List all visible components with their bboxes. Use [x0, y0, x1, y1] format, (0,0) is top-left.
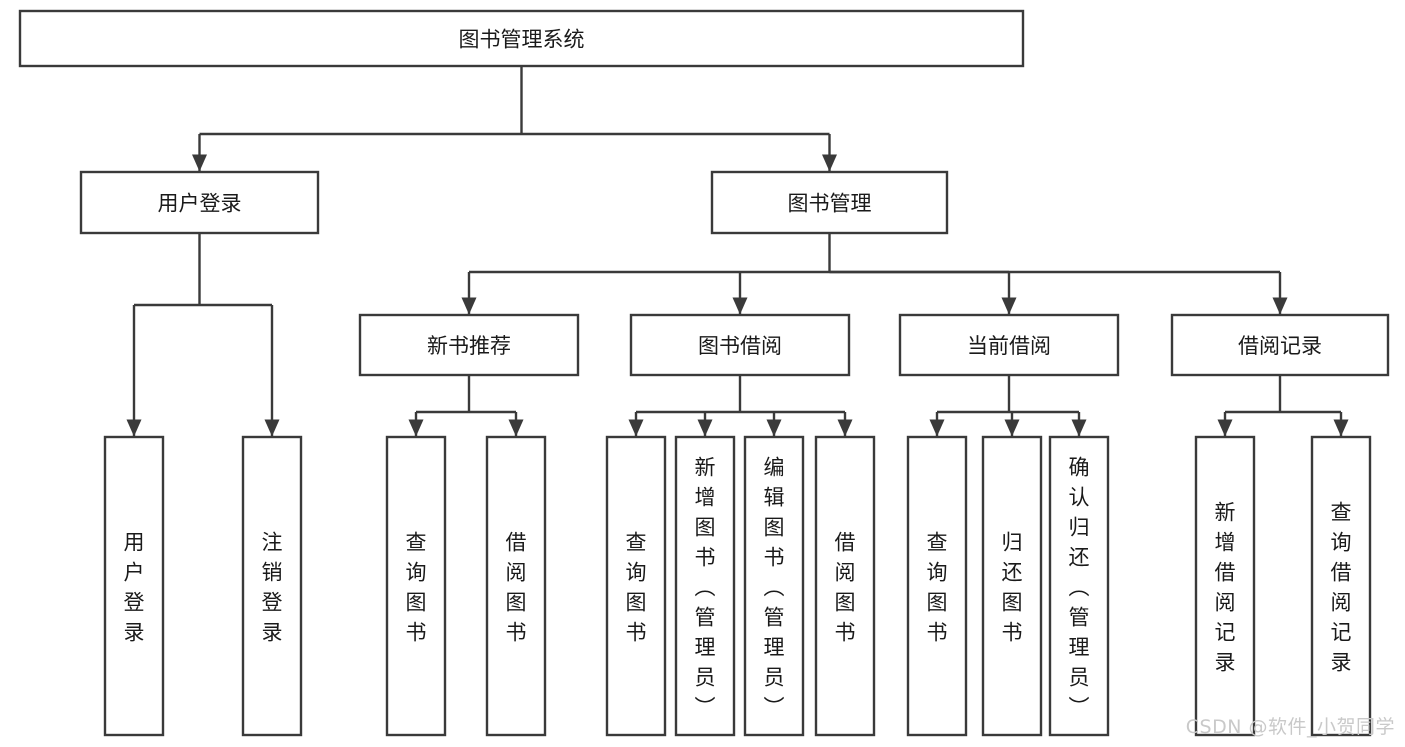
- node-label-book-manage: 图书管理: [788, 192, 872, 216]
- node-box-leaf-query-book[interactable]: [605, 435, 667, 737]
- node-box-leaf-logout[interactable]: [241, 435, 303, 737]
- arrow-head-icon: [1333, 419, 1349, 437]
- node-leaf-query-book-recommend[interactable]: 查询图书: [385, 435, 447, 737]
- node-book-manage[interactable]: 图书管理: [710, 170, 949, 235]
- arrow-head-icon: [408, 419, 424, 437]
- node-label-leaf-edit-book: 编辑图书︵管理员︶: [764, 455, 785, 719]
- node-box-new-book-recommend[interactable]: [358, 313, 580, 377]
- arrow-head-icon: [1071, 419, 1087, 437]
- arrow-head-icon: [837, 419, 853, 437]
- node-box-book-manage[interactable]: [710, 170, 949, 235]
- node-box-leaf-add-borrow-record[interactable]: [1194, 435, 1256, 737]
- arrow-head-icon: [1272, 297, 1288, 315]
- node-box-leaf-query-book-recommend[interactable]: [385, 435, 447, 737]
- csdn-watermark: CSDN @软件_小贺同学: [1185, 716, 1395, 738]
- node-leaf-edit-book[interactable]: 编辑图书︵管理员︶: [743, 435, 805, 737]
- node-leaf-query-borrow-record[interactable]: 查询借阅记录: [1310, 435, 1372, 737]
- node-label-borrow-record: 借阅记录: [1238, 334, 1322, 358]
- node-label-book-borrow: 图书借阅: [698, 334, 782, 358]
- node-label-leaf-query-book-recommend: 查询图书: [406, 530, 427, 644]
- node-label-leaf-user-login: 用户登录: [124, 530, 145, 644]
- arrow-head-icon: [508, 419, 524, 437]
- arrow-head-icon: [628, 419, 644, 437]
- connectors-layer: [126, 66, 1349, 437]
- arrow-head-icon: [766, 419, 782, 437]
- node-leaf-query-book[interactable]: 查询图书: [605, 435, 667, 737]
- node-label-leaf-add-book: 新增图书︵管理员︶: [695, 455, 716, 719]
- node-leaf-add-borrow-record[interactable]: 新增借阅记录: [1194, 435, 1256, 737]
- node-label-leaf-add-borrow-record: 新增借阅记录: [1215, 500, 1236, 674]
- node-borrow-record[interactable]: 借阅记录: [1170, 313, 1390, 377]
- node-leaf-query-book-current[interactable]: 查询图书: [906, 435, 968, 737]
- node-user-login[interactable]: 用户登录: [79, 170, 320, 235]
- node-leaf-add-book[interactable]: 新增图书︵管理员︶: [674, 435, 736, 737]
- node-box-leaf-user-login[interactable]: [103, 435, 165, 737]
- arrow-head-icon: [697, 419, 713, 437]
- node-box-leaf-add-book[interactable]: [674, 435, 736, 737]
- arrow-head-icon: [929, 419, 945, 437]
- node-leaf-borrow-book[interactable]: 借阅图书: [814, 435, 876, 737]
- arrow-head-icon: [1004, 419, 1020, 437]
- node-box-user-login[interactable]: [79, 170, 320, 235]
- node-label-leaf-return-book: 归还图书: [1002, 530, 1023, 644]
- node-root[interactable]: 图书管理系统: [18, 9, 1025, 68]
- node-leaf-logout[interactable]: 注销登录: [241, 435, 303, 737]
- node-box-leaf-query-borrow-record[interactable]: [1310, 435, 1372, 737]
- nodes-layer: 图书管理系统用户登录图书管理新书推荐图书借阅当前借阅借阅记录用户登录注销登录查询…: [18, 9, 1390, 737]
- node-new-book-recommend[interactable]: 新书推荐: [358, 313, 580, 377]
- node-label-leaf-confirm-return: 确认归还︵管理员︶: [1069, 455, 1090, 719]
- node-leaf-return-book[interactable]: 归还图书: [981, 435, 1043, 737]
- arrow-head-icon: [822, 154, 837, 172]
- arrow-head-icon: [732, 297, 748, 315]
- node-box-current-borrow[interactable]: [898, 313, 1120, 377]
- node-box-leaf-edit-book[interactable]: [743, 435, 805, 737]
- node-label-leaf-query-book: 查询图书: [626, 530, 647, 644]
- arrow-head-icon: [264, 419, 280, 437]
- node-label-root: 图书管理系统: [459, 28, 585, 52]
- node-box-leaf-borrow-book[interactable]: [814, 435, 876, 737]
- node-box-borrow-record[interactable]: [1170, 313, 1390, 377]
- node-label-leaf-query-book-current: 查询图书: [927, 530, 948, 644]
- node-leaf-confirm-return[interactable]: 确认归还︵管理员︶: [1048, 435, 1110, 737]
- node-label-leaf-logout: 注销登录: [262, 530, 283, 644]
- arrow-head-icon: [1217, 419, 1233, 437]
- node-label-leaf-borrow-book: 借阅图书: [835, 530, 856, 644]
- arrow-head-icon: [126, 419, 142, 437]
- node-box-leaf-query-book-current[interactable]: [906, 435, 968, 737]
- node-label-leaf-query-borrow-record: 查询借阅记录: [1331, 500, 1352, 674]
- arrow-head-icon: [1001, 297, 1017, 315]
- arrow-head-icon: [192, 154, 207, 172]
- node-leaf-user-login[interactable]: 用户登录: [103, 435, 165, 737]
- node-book-borrow[interactable]: 图书借阅: [629, 313, 851, 377]
- node-box-root[interactable]: [18, 9, 1025, 68]
- node-box-leaf-return-book[interactable]: [981, 435, 1043, 737]
- node-box-book-borrow[interactable]: [629, 313, 851, 377]
- node-label-new-book-recommend: 新书推荐: [427, 334, 511, 358]
- node-label-current-borrow: 当前借阅: [967, 334, 1051, 358]
- arrow-head-icon: [461, 297, 477, 315]
- node-label-leaf-borrow-book-recommend: 借阅图书: [506, 530, 527, 644]
- node-current-borrow[interactable]: 当前借阅: [898, 313, 1120, 377]
- node-leaf-borrow-book-recommend[interactable]: 借阅图书: [485, 435, 547, 737]
- node-box-leaf-confirm-return[interactable]: [1048, 435, 1110, 737]
- node-box-leaf-borrow-book-recommend[interactable]: [485, 435, 547, 737]
- node-label-user-login: 用户登录: [158, 192, 242, 216]
